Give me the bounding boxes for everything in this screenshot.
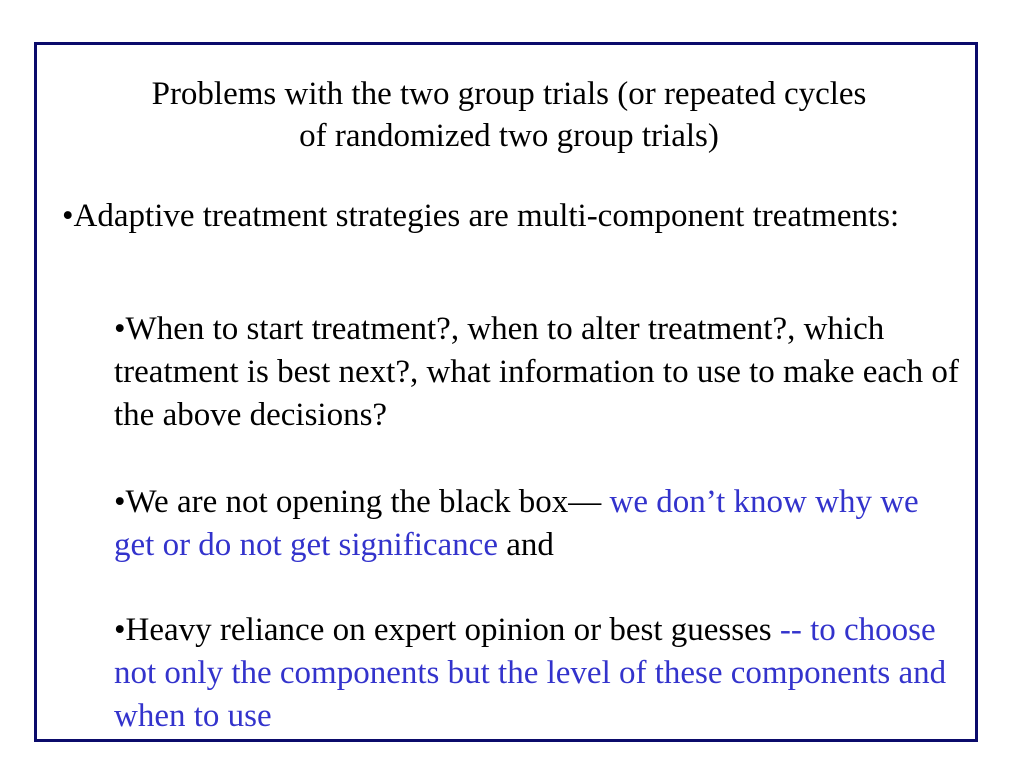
black-box-emphasis: we don’t know why we get or do not get s…	[114, 484, 919, 563]
slide-title: Problems with the two group trials (or r…	[37, 73, 981, 157]
slide-frame: Problems with the two group trials (or r…	[34, 42, 978, 742]
sub-bullet-black-box: •We are not opening the black box— we do…	[114, 481, 964, 567]
bullet-adaptive-strategies: •Adaptive treatment strategies are multi…	[62, 198, 900, 234]
black-box-tail: and	[497, 527, 554, 563]
sub-bullet-decisions: •When to start treatment?, when to alter…	[114, 311, 959, 433]
black-box-text: •We are not opening the black box—	[114, 484, 610, 520]
title-line-2: of randomized two group trials)	[299, 118, 719, 154]
sub-bullet-expert-opinion: •Heavy reliance on expert opinion or bes…	[114, 609, 964, 738]
title-line-1: Problems with the two group trials (or r…	[151, 76, 867, 112]
expert-opinion-text: •Heavy reliance on expert opinion or bes…	[114, 612, 780, 648]
expert-opinion-emphasis: -- to choose not only the components but…	[114, 612, 947, 734]
